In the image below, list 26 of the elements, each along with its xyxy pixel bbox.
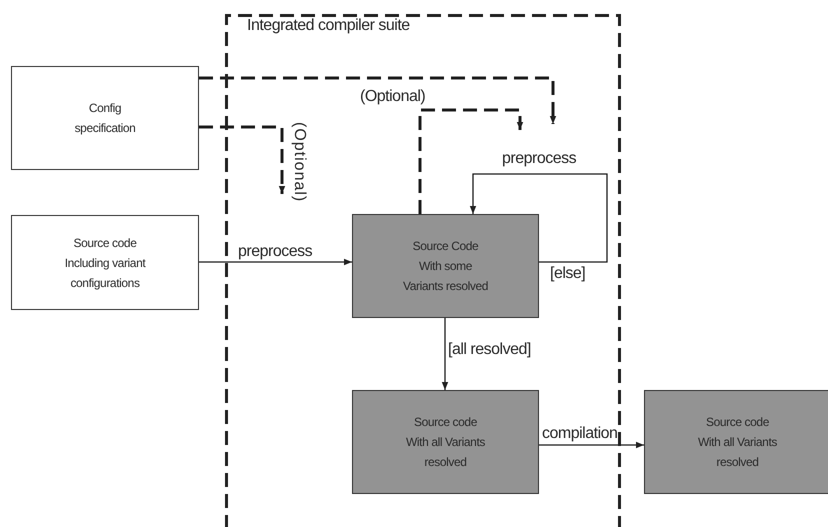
dashed-arrow [199,126,286,194]
process-box [352,390,539,494]
edge-label: preprocess [502,150,576,168]
input-box [11,66,199,170]
process-box [644,390,828,494]
group-title: Integrated compiler suite [247,17,410,35]
arrow [199,258,352,266]
edge-label: (Optional) [290,122,308,202]
edge-label: [all resolved] [448,341,531,359]
node-text: Config specification [74,100,136,137]
edge-label: compilation [542,425,618,443]
process-box [352,214,539,318]
node-text: Source code With all Variants resolved [696,414,778,471]
arrow [442,318,448,390]
node-text: Source code With all Variants resolved [404,414,486,471]
edge-label: (Optional) [360,88,426,106]
condition-label: [else] [550,265,586,283]
arrow [539,442,644,448]
dashed-boundary [225,14,621,527]
node-text: Source Code With some Variants resolved [402,238,489,295]
input-box [11,215,199,310]
edge-label: preprocess [238,243,312,261]
dashed-arrow [199,76,556,124]
node-text: Source code Including variant configurations [64,234,147,292]
arrow [470,173,608,263]
dashed-arrow [418,108,524,214]
